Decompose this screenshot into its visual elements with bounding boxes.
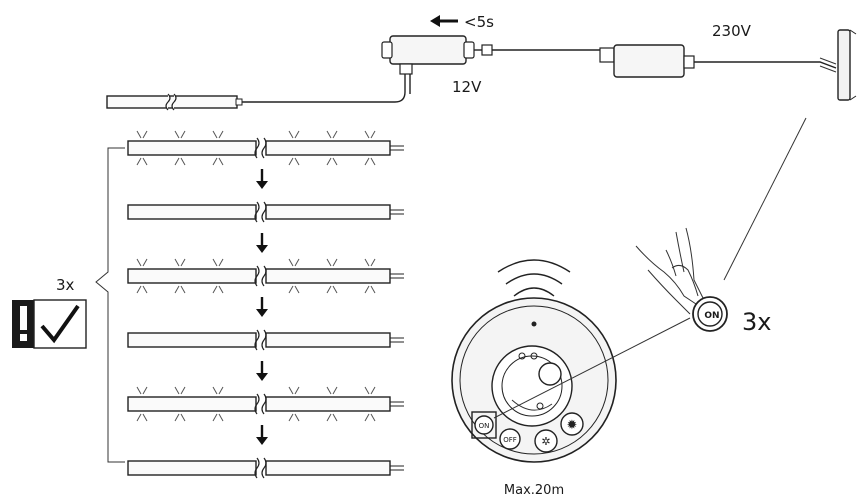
strip-sequence <box>127 130 404 479</box>
off-button[interactable] <box>499 428 521 450</box>
led-strip-unlit <box>127 329 404 351</box>
brightness-down-button[interactable] <box>534 429 558 453</box>
top-led-strip <box>106 93 243 111</box>
press-time-label: <5s <box>464 13 494 31</box>
hand-icon <box>635 227 705 315</box>
on-button-label: ON <box>479 422 490 430</box>
wiring-section: <5s 12V 230V <box>106 13 857 281</box>
left-arrow-icon <box>430 15 458 27</box>
sun-large-icon: ✹ <box>567 418 578 433</box>
warning-check-box <box>12 299 87 349</box>
off-button-label: OFF <box>503 436 517 444</box>
wall-socket <box>837 29 857 101</box>
repeat-count-label: 3x <box>56 276 75 294</box>
down-arrow-icon <box>256 297 268 317</box>
max-range-label: Max.20m <box>504 483 564 498</box>
checkmark-icon <box>40 304 80 344</box>
controller-box <box>381 35 475 75</box>
led-strip-lit <box>127 258 404 294</box>
down-arrow-icon <box>256 169 268 189</box>
led-strip-lit <box>127 130 404 166</box>
led-strip-lit <box>127 386 404 422</box>
down-arrow-icon <box>256 361 268 381</box>
wireless-signal-icon <box>497 259 571 297</box>
repeat-bracket <box>95 147 125 463</box>
controller-voltage-label: 12V <box>452 78 482 96</box>
led-strip-unlit <box>127 201 404 223</box>
remote-control: ON OFF ✲ ✹ <box>451 259 691 463</box>
on-button[interactable] <box>474 415 494 435</box>
on-button-highlight <box>471 411 497 439</box>
zoomed-on-label: ON <box>704 311 719 321</box>
down-arrow-icon <box>256 233 268 253</box>
power-adapter <box>613 44 695 78</box>
sun-small-icon: ✲ <box>541 435 550 448</box>
zoomed-on-button: ON <box>635 227 728 332</box>
led-strip-unlit <box>127 457 404 479</box>
mains-voltage-label: 230V <box>712 22 752 40</box>
down-arrow-icon <box>256 425 268 445</box>
press-count-label: 3x <box>742 308 771 336</box>
brightness-up-button[interactable] <box>560 412 584 436</box>
